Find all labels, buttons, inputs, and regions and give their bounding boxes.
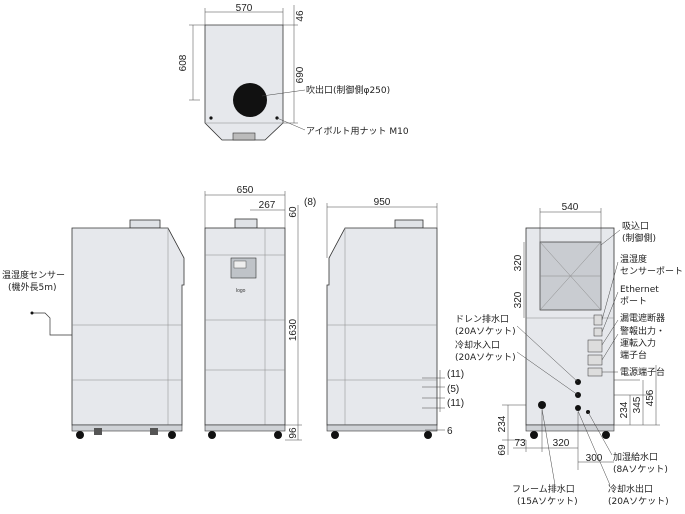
dim-5: (5) xyxy=(447,384,459,395)
dim-11b: (11) xyxy=(447,398,464,409)
label-eyebolt: アイボルト用ナット M10 xyxy=(306,126,409,137)
label-sensor-1: 温湿度センサー xyxy=(2,269,65,281)
label-intake-2: (制御側) xyxy=(622,232,656,244)
dim-60: 60 xyxy=(288,206,299,218)
dim-650: 650 xyxy=(237,185,254,196)
dim-paren8: (8) xyxy=(304,197,316,208)
frame-drain xyxy=(538,401,546,409)
label-outlet: 吹出口(制御側φ250) xyxy=(306,84,390,96)
side-view: 温湿度センサー (機外長5m) xyxy=(2,219,185,439)
label-frame-2: (15Aソケット) xyxy=(517,496,578,507)
front-view: logo 650 267 60 (8) 1630 96 xyxy=(204,185,316,441)
dim-690: 690 xyxy=(295,66,306,83)
label-humid-2: (8Aソケット) xyxy=(613,464,668,475)
label-sensor-2: (機外長5m) xyxy=(8,281,57,293)
dim-540: 540 xyxy=(562,202,579,213)
terminal-block xyxy=(587,354,603,366)
dim-96: 96 xyxy=(288,427,299,439)
label-coolout-2: (20Aソケット) xyxy=(608,496,669,507)
dim-46: 46 xyxy=(295,10,306,22)
dim-73: 73 xyxy=(514,438,526,449)
svg-text:logo: logo xyxy=(236,288,246,294)
cooling-out xyxy=(575,405,581,411)
dim-234r: 234 xyxy=(619,401,630,418)
label-sensor-port-2: センサーポート xyxy=(620,266,683,277)
dim-570: 570 xyxy=(236,3,253,14)
label-drain-1: ドレン排水口 xyxy=(455,313,509,325)
label-humid-1: 加湿給水口 xyxy=(613,451,658,463)
dim-234l: 234 xyxy=(497,415,508,432)
top-connector xyxy=(232,132,256,141)
label-power: 電源端子台 xyxy=(620,366,665,378)
right-view-body xyxy=(326,227,438,426)
dim-320a: 320 xyxy=(513,254,524,271)
label-ethernet-2: ポート xyxy=(620,296,647,307)
top-view: 570 608 46 690 吹出口(制御側φ250) アイボルト用ナット M1… xyxy=(178,3,409,141)
dim-6: 6 xyxy=(447,426,453,437)
sensor-port xyxy=(593,314,603,326)
label-ethernet-1: Ethernet xyxy=(620,285,659,295)
label-coolout-1: 冷却水出口 xyxy=(608,483,653,495)
dim-320: 320 xyxy=(553,438,570,449)
label-sensor-port-1: 温湿度 xyxy=(620,253,647,265)
side-view-body xyxy=(71,227,185,426)
dim-320b: 320 xyxy=(513,291,524,308)
dim-11a: (11) xyxy=(447,369,464,380)
sensor-cable xyxy=(32,312,72,336)
dim-69: 69 xyxy=(497,444,508,456)
dim-456: 456 xyxy=(645,389,656,406)
label-alarm-2: 運転入力 xyxy=(620,337,656,349)
label-frame-1: フレーム排水口 xyxy=(512,483,575,495)
dim-950: 950 xyxy=(374,197,391,208)
label-coolin-1: 冷却水入口 xyxy=(455,339,500,351)
label-coolin-2: (20Aソケット) xyxy=(455,352,516,363)
breaker-box xyxy=(587,339,603,353)
outlet-circle xyxy=(233,83,267,117)
label-alarm-1: 警報出力・ xyxy=(620,325,665,337)
dim-300: 300 xyxy=(586,453,603,464)
label-intake-1: 吸込口 xyxy=(622,221,649,232)
label-breaker: 漏電遮断器 xyxy=(620,312,665,324)
power-terminal xyxy=(587,367,603,377)
label-drain-2: (20Aソケット) xyxy=(455,326,516,337)
ethernet-port xyxy=(593,327,603,337)
dim-267: 267 xyxy=(259,200,276,211)
front-view-body xyxy=(204,227,286,426)
dim-345: 345 xyxy=(632,396,643,413)
right-view: 950 (11) (5) (11) 6 xyxy=(326,197,464,439)
dim-608: 608 xyxy=(178,54,189,71)
dim-1630: 1630 xyxy=(288,318,299,341)
back-view: 540 320 320 234 345 456 234 69 73 320 30… xyxy=(455,202,683,507)
label-alarm-3: 端子台 xyxy=(620,349,647,361)
